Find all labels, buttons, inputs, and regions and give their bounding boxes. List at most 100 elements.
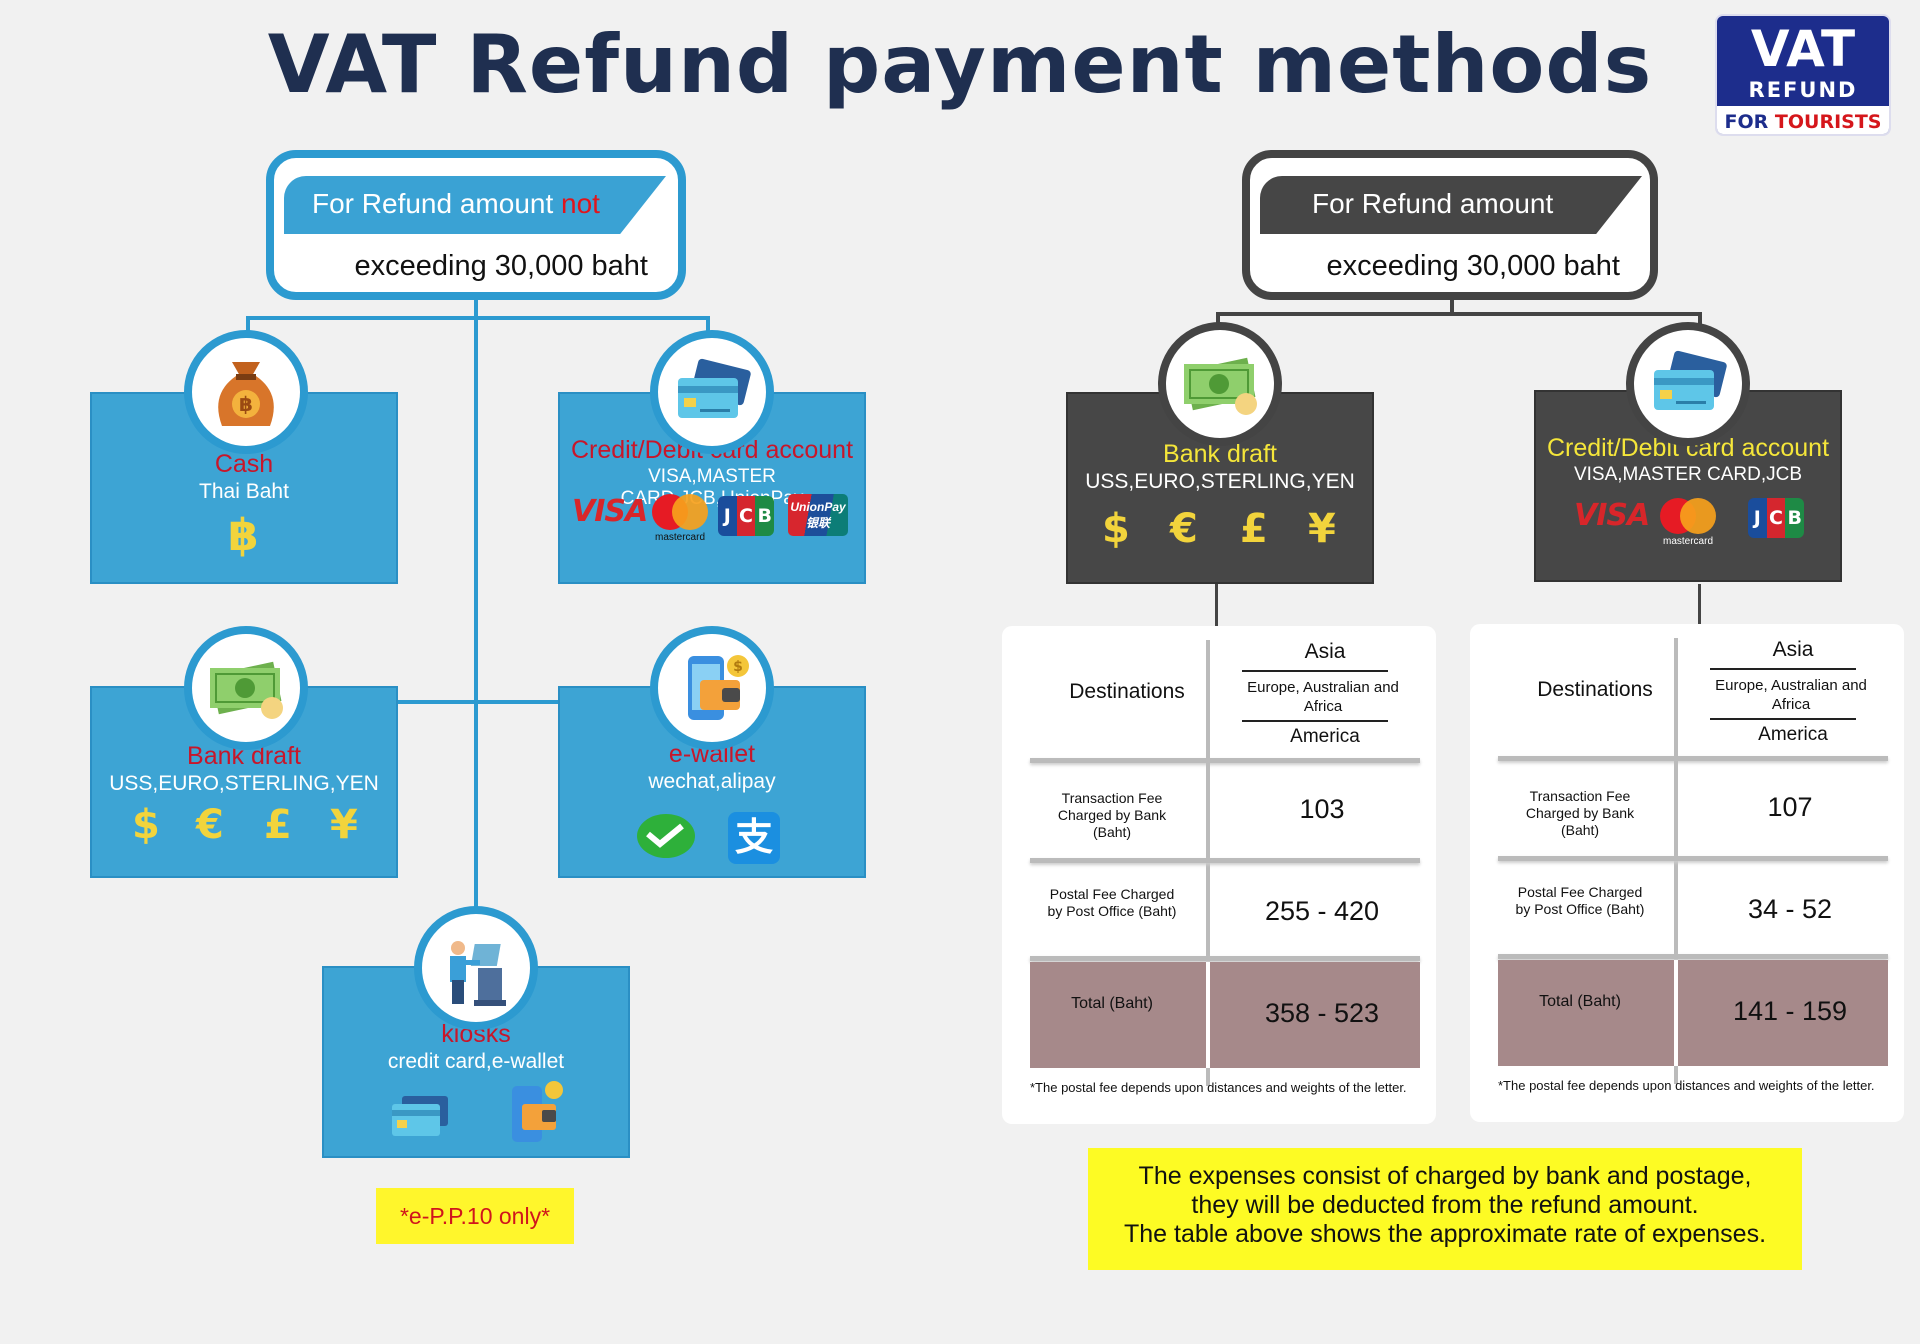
mastercard-logo: mastercard xyxy=(1660,498,1716,547)
wallet-phone-icon: $ xyxy=(650,626,774,750)
connector-cash xyxy=(246,316,250,336)
connector-table-2 xyxy=(1698,584,1701,626)
header-line1: For Refund amount not xyxy=(312,188,600,219)
euro-symbol: € xyxy=(196,802,224,848)
column-divider xyxy=(1674,638,1678,1084)
region-asia: Asia xyxy=(1304,640,1346,663)
mastercard-logo: mastercard xyxy=(652,494,708,543)
banknote-icon xyxy=(184,626,308,750)
method-sub: credit card,e-wallet xyxy=(387,1050,565,1073)
credit-card-icon xyxy=(650,330,774,454)
connector-top xyxy=(246,316,710,320)
dollar-symbol: $ xyxy=(132,802,160,848)
destinations-label: Destinations xyxy=(1537,678,1653,701)
connector-card xyxy=(706,316,710,336)
divider xyxy=(1242,720,1388,722)
kiosk-icon xyxy=(414,906,538,1030)
postal-value: 34 - 52 xyxy=(1747,894,1833,924)
connector-right-top xyxy=(1216,312,1702,316)
svg-text:$: $ xyxy=(733,659,743,675)
divider xyxy=(1710,668,1856,670)
region-america: America xyxy=(1290,726,1360,747)
notice-line: they will be deducted from the refund am… xyxy=(1191,1191,1699,1219)
yen-symbol: ¥ xyxy=(1308,506,1336,552)
header-exceeding: For Refund amount exceeding 30,000 baht xyxy=(1242,150,1658,300)
header-line1: For Refund amount xyxy=(1312,188,1554,219)
svg-text:฿: ฿ xyxy=(239,392,253,416)
total-label: Total (Baht) xyxy=(1539,993,1621,1010)
destinations-label: Destinations xyxy=(1069,680,1185,703)
row-divider xyxy=(1030,758,1420,763)
table-note: *The postal fee depends upon distances a… xyxy=(1498,1078,1875,1093)
column-divider xyxy=(1674,960,1678,1066)
fee-table-credit-card: Destinations Asia Europe, Australian and… xyxy=(1470,624,1904,1122)
connector-mid xyxy=(398,700,558,704)
row-divider xyxy=(1498,756,1888,761)
row-divider xyxy=(1498,856,1888,861)
pound-symbol: £ xyxy=(264,802,292,848)
logo-line2: REFUND xyxy=(1748,78,1858,102)
visa-logo: VISA xyxy=(1574,498,1650,533)
table-note: *The postal fee depends upon distances a… xyxy=(1030,1080,1407,1095)
postal-label: Postal Fee Charged by Post Office (Baht) xyxy=(1515,884,1645,917)
method-name: Cash xyxy=(214,450,274,478)
wechat-icon xyxy=(636,812,696,862)
postal-label: Postal Fee Charged by Post Office (Baht) xyxy=(1047,886,1177,919)
total-row xyxy=(1498,960,1888,1066)
method-cash: Cash Thai Baht ฿ xyxy=(90,392,398,584)
header-band xyxy=(284,176,666,234)
alipay-icon: 支 xyxy=(728,812,780,864)
dollar-symbol: $ xyxy=(1102,506,1130,552)
connector-right-trunk xyxy=(1450,296,1454,314)
header-band xyxy=(1260,176,1642,234)
baht-symbol: ฿ xyxy=(228,510,259,561)
page-title: VAT Refund payment methods xyxy=(267,18,1653,111)
postal-value: 255 - 420 xyxy=(1264,896,1380,926)
expenses-notice: The expenses consist of charged by bank … xyxy=(1088,1148,1802,1270)
pound-symbol: £ xyxy=(1240,506,1268,552)
total-label: Total (Baht) xyxy=(1071,995,1153,1012)
region-europe: Europe, Australian and Africa xyxy=(1247,679,1399,715)
row-divider xyxy=(1030,956,1420,961)
header-not-exceeding: For Refund amount not exceeding 30,000 b… xyxy=(266,150,686,300)
euro-symbol: € xyxy=(1170,506,1198,552)
fee-value: 107 xyxy=(1767,792,1813,822)
banknote-icon xyxy=(1158,322,1282,446)
total-value: 141 - 159 xyxy=(1732,996,1848,1026)
fee-value: 103 xyxy=(1299,794,1345,824)
logo-line3: FOR TOURISTS xyxy=(1717,106,1889,134)
yen-symbol: ¥ xyxy=(330,802,358,848)
card-small-icon xyxy=(388,1090,452,1140)
fee-label: Transaction Fee Charged by Bank (Baht) xyxy=(1057,790,1167,840)
total-row xyxy=(1030,962,1420,1068)
notice-line: The table above shows the approximate ra… xyxy=(1123,1220,1767,1248)
credit-card-icon xyxy=(1626,322,1750,446)
method-sub: VISA,MASTER CARD,JCB xyxy=(1573,464,1803,485)
row-divider xyxy=(1498,954,1888,959)
region-europe: Europe, Australian and Africa xyxy=(1715,677,1867,713)
fee-table-bank-draft: Destinations Asia Europe, Australian and… xyxy=(1002,626,1436,1124)
money-bag-icon: ฿ xyxy=(184,330,308,454)
vat-refund-logo: VAT REFUND FOR TOURISTS xyxy=(1715,14,1891,136)
divider xyxy=(1242,670,1388,672)
region-asia: Asia xyxy=(1772,638,1814,661)
total-value: 358 - 523 xyxy=(1264,998,1380,1028)
method-sub: USS,EURO,STERLING,YEN xyxy=(109,772,379,795)
e-pp10-only-tag: *e-P.P.10 only* xyxy=(376,1188,574,1244)
logo-line1: VAT xyxy=(1750,20,1856,78)
header-line2: exceeding 30,000 baht xyxy=(1326,250,1620,282)
column-divider xyxy=(1206,962,1210,1068)
method-sub: Thai Baht xyxy=(199,480,289,503)
region-america: America xyxy=(1758,724,1828,745)
visa-logo: VISA xyxy=(572,494,648,529)
method-sub: wechat,alipay xyxy=(648,770,776,793)
column-divider xyxy=(1206,640,1210,1086)
connector-trunk xyxy=(474,296,478,916)
divider xyxy=(1710,718,1856,720)
row-divider xyxy=(1030,858,1420,863)
connector-table-1 xyxy=(1215,584,1218,626)
notice-line: The expenses consist of charged by bank … xyxy=(1138,1162,1752,1190)
